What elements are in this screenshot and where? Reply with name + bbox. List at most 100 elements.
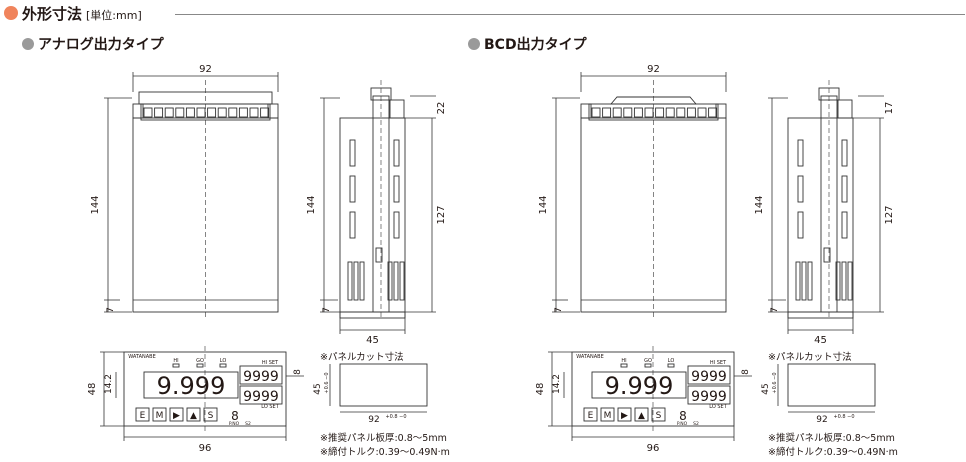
section-title-analog: アナログ出力タイプ	[38, 37, 164, 53]
cutout-height-tol: +0.6 −0	[772, 372, 778, 393]
pno-s2-label: S2	[245, 421, 251, 427]
side-vent-bottom	[847, 261, 853, 301]
side-vent-bottom	[801, 261, 807, 301]
side-vent-right	[393, 175, 400, 203]
lo-display-window	[239, 385, 283, 405]
pno-label: P.NO	[229, 421, 240, 427]
lo-display-window	[687, 385, 731, 405]
lo-display-digits: 9999	[691, 389, 727, 405]
width-label: 92	[647, 64, 660, 75]
side-clip	[837, 99, 853, 119]
side-vent-left	[349, 139, 356, 167]
side-vent-bottom	[795, 261, 801, 301]
side-vent-bottom	[393, 261, 399, 301]
torque-note-bcd: ※締付トルク:0.39～0.49N·m	[768, 447, 898, 458]
connector-side-left	[580, 103, 592, 119]
hi-display-digits: 9999	[691, 369, 727, 385]
side-bottom-gap-label: 7	[322, 307, 332, 313]
cutout-note-analog: ※パネルカット寸法	[320, 352, 404, 363]
indicator-label: LO	[668, 358, 675, 364]
connector-pin	[591, 107, 601, 118]
indicator-led	[172, 363, 180, 368]
panel-button-label: ▲	[190, 411, 197, 421]
thickness-note-bcd: ※推奨パネル板厚:0.8～5mm	[768, 433, 895, 444]
hi-set-label: HI SET	[710, 360, 727, 366]
connector-pin	[644, 107, 654, 118]
side-bottom-gap-label: 7	[770, 307, 780, 313]
terminal-screw	[260, 107, 270, 118]
main-display-window	[591, 371, 687, 399]
depth-label: 127	[436, 205, 447, 224]
terminal-height-label: 17	[884, 102, 895, 115]
cutout-outline	[339, 363, 428, 407]
connector-pin	[665, 107, 675, 118]
side-vent-bottom	[835, 261, 841, 301]
connector-pin	[676, 107, 686, 118]
side-latch	[823, 247, 831, 263]
pno-s2-label: S2	[693, 421, 699, 427]
display-gap-label: 8	[741, 369, 751, 375]
terminal-screw	[154, 107, 164, 118]
connector-pin	[623, 107, 633, 118]
panel-button-label: ▲	[638, 411, 645, 421]
side-width-label: 45	[814, 335, 827, 346]
side-vent-bottom	[359, 261, 365, 301]
side-bezel	[339, 311, 406, 319]
thickness-note-analog: ※推奨パネル板厚:0.8～5mm	[320, 433, 447, 444]
indicator-led	[620, 363, 628, 368]
panel-button	[617, 407, 632, 422]
lo-set-label: LO SET	[261, 404, 279, 410]
hi-display-window	[687, 365, 731, 385]
side-vent-bottom	[399, 261, 405, 301]
main-display-digits: 9.999	[157, 372, 226, 400]
terminal-side-left	[132, 103, 144, 119]
indicator-led	[644, 363, 652, 368]
section-title-bcd: BCD出力タイプ	[484, 37, 587, 53]
width-label: 92	[199, 64, 212, 75]
panel-button	[600, 407, 615, 422]
main-display-digits: 9.999	[605, 372, 674, 400]
cutout-note-bcd: ※パネルカット寸法	[768, 352, 852, 363]
indicator-led	[196, 363, 204, 368]
panel-button	[152, 407, 167, 422]
panel-height-label: 48	[535, 383, 546, 396]
connector-pin	[708, 107, 718, 118]
connector-pin	[602, 107, 612, 118]
lo-set-label: LO SET	[709, 404, 727, 410]
panel-button-label: S	[208, 411, 214, 421]
panel-button-label: ▶	[621, 411, 628, 421]
connector-pin	[686, 107, 696, 118]
section-bullet-bcd	[468, 38, 480, 50]
terminal-screw	[143, 107, 153, 118]
side-vent-right	[841, 211, 848, 239]
cutout-height-label: 45	[761, 383, 771, 394]
cutout-outline	[787, 363, 876, 407]
unit-text: [単位:mm]	[86, 9, 142, 22]
panel-height-label: 48	[87, 383, 98, 396]
side-vent-right	[841, 139, 848, 167]
page-title: 外形寸法[単位:mm]	[22, 3, 142, 24]
pno-label: P.NO	[677, 421, 688, 427]
terminal-screw	[238, 107, 248, 118]
hi-display-digits: 9999	[243, 369, 279, 385]
cutout-height-tol: +0.6 −0	[324, 372, 330, 393]
panel-button	[634, 407, 649, 422]
side-width-label: 45	[366, 335, 379, 346]
connector-side-right	[715, 103, 727, 119]
panel-button-label: M	[604, 411, 612, 421]
header-bullet	[4, 6, 18, 20]
side-vent-bottom	[387, 261, 393, 301]
side-height-label: 144	[754, 195, 765, 214]
indicator-label: LO	[220, 358, 227, 364]
connector-pin	[697, 107, 707, 118]
side-vent-left	[797, 211, 804, 239]
indicator-label: GO	[196, 358, 204, 364]
side-bezel	[787, 311, 854, 319]
section-bullet-analog	[22, 38, 34, 50]
panel-button-label: E	[140, 411, 146, 421]
title-text: 外形寸法	[22, 5, 83, 23]
side-vent-bottom	[347, 261, 353, 301]
torque-note-analog: ※締付トルク:0.39～0.49N·m	[320, 447, 450, 458]
header-rule	[175, 14, 965, 15]
